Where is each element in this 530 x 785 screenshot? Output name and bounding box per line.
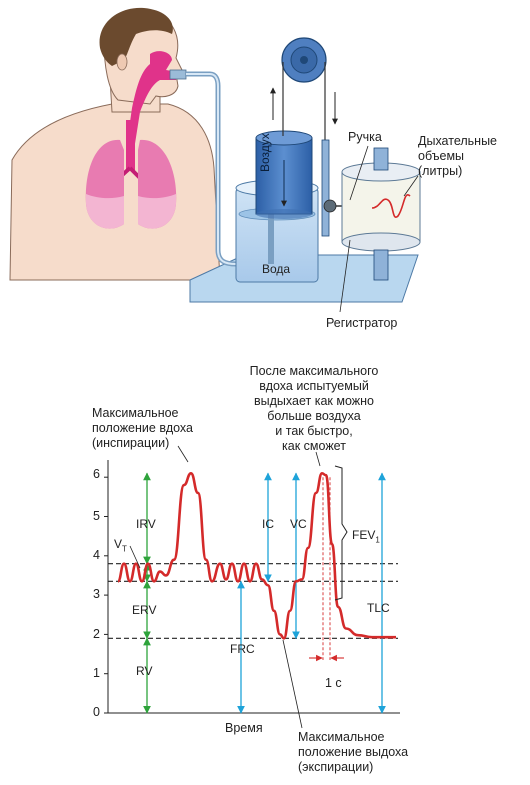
spirogram-trace [116,471,396,640]
trachea [126,120,135,170]
airway [126,51,178,150]
erv-label: ERV [132,603,157,617]
time-marker-label: 1 с [325,676,342,690]
water-label: Вода [262,262,291,276]
y-tick-5: 5 [93,509,100,523]
tlc-label: TLC [367,601,390,615]
rv-label: RV [136,664,153,678]
left-lung-lower [138,194,176,229]
irv-label: IRV [136,517,156,531]
ic-label: IC [262,517,274,531]
right-lung-lower [86,194,124,229]
volumes-label: Дыхательные объемы (литры) [418,134,498,178]
fev-brace [334,465,348,601]
y-tick-4: 4 [93,548,100,562]
max-expiration-label: Максимальное положение выдоха (экспираци… [298,730,409,774]
max-exp-pointer [282,639,303,729]
mouthpiece [169,69,187,80]
recorder-label: Регистратор [326,316,398,330]
spirometer-apparatus [186,37,421,313]
y-tick-6: 6 [93,467,100,481]
ear [116,53,128,71]
spirogram-chart [104,445,400,729]
y-tick-3: 3 [93,587,100,601]
air-label: Воздух [258,133,272,172]
vt-label: VT [114,537,127,554]
y-tick-2: 2 [93,627,100,641]
y-tick-0: 0 [93,705,100,719]
vt-pointer [129,545,141,569]
recorder-drum [341,171,421,243]
frc-label: FRC [230,642,255,656]
vc-label: VC [290,517,307,531]
fev1-label: FEV1 [352,528,380,545]
max-inspiration-label: Максимальное положение вдоха (инспирации… [92,406,193,450]
person-illustration [9,7,221,281]
forced-expiration-note: После максимального вдоха испытуемый выд… [249,364,379,453]
counterweight [321,139,330,237]
forced-note-pointer [315,451,321,467]
handle-label: Ручка [348,130,382,144]
x-axis-label: Время [225,721,263,735]
hair [99,7,173,66]
recorder-trace [371,194,411,218]
max-insp-pointer [177,445,189,463]
y-tick-1: 1 [93,666,100,680]
